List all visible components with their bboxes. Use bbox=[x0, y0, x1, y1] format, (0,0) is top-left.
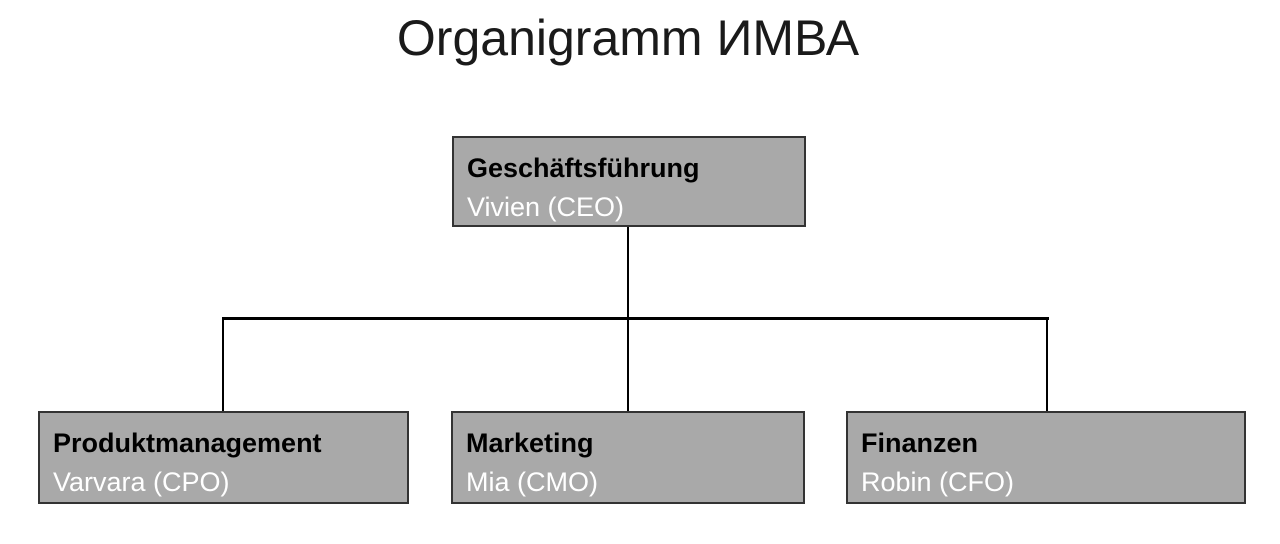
connector-left-vertical bbox=[222, 317, 224, 412]
node-department-label: Geschäftsführung bbox=[467, 153, 700, 183]
connector-middle-vertical bbox=[627, 317, 629, 412]
connector-ceo-vertical bbox=[627, 227, 629, 319]
org-node-finanzen: Finanzen Robin (CFO) bbox=[846, 411, 1246, 504]
chart-title-container: Organigramm ИМВА bbox=[0, 10, 1256, 68]
org-node-produktmanagement: Produktmanagement Varvara (CPO) bbox=[38, 411, 409, 504]
org-node-marketing: Marketing Mia (CMO) bbox=[451, 411, 805, 504]
node-person-label: Vivien (CEO) bbox=[467, 192, 625, 223]
org-node-geschaeftsfuehrung: Geschäftsführung Vivien (CEO) bbox=[452, 136, 806, 227]
connector-horizontal-bar bbox=[222, 317, 1049, 320]
node-person-label: Robin (CFO) bbox=[861, 467, 1015, 498]
node-department-label: Finanzen bbox=[861, 428, 979, 458]
node-department-label: Produktmanagement bbox=[53, 428, 322, 458]
node-department-label: Marketing bbox=[466, 428, 594, 458]
connector-right-vertical bbox=[1046, 317, 1048, 412]
node-person-label: Mia (CMO) bbox=[466, 467, 598, 498]
node-person-label: Varvara (CPO) bbox=[53, 467, 230, 498]
chart-title: Organigramm ИМВА bbox=[396, 10, 860, 66]
